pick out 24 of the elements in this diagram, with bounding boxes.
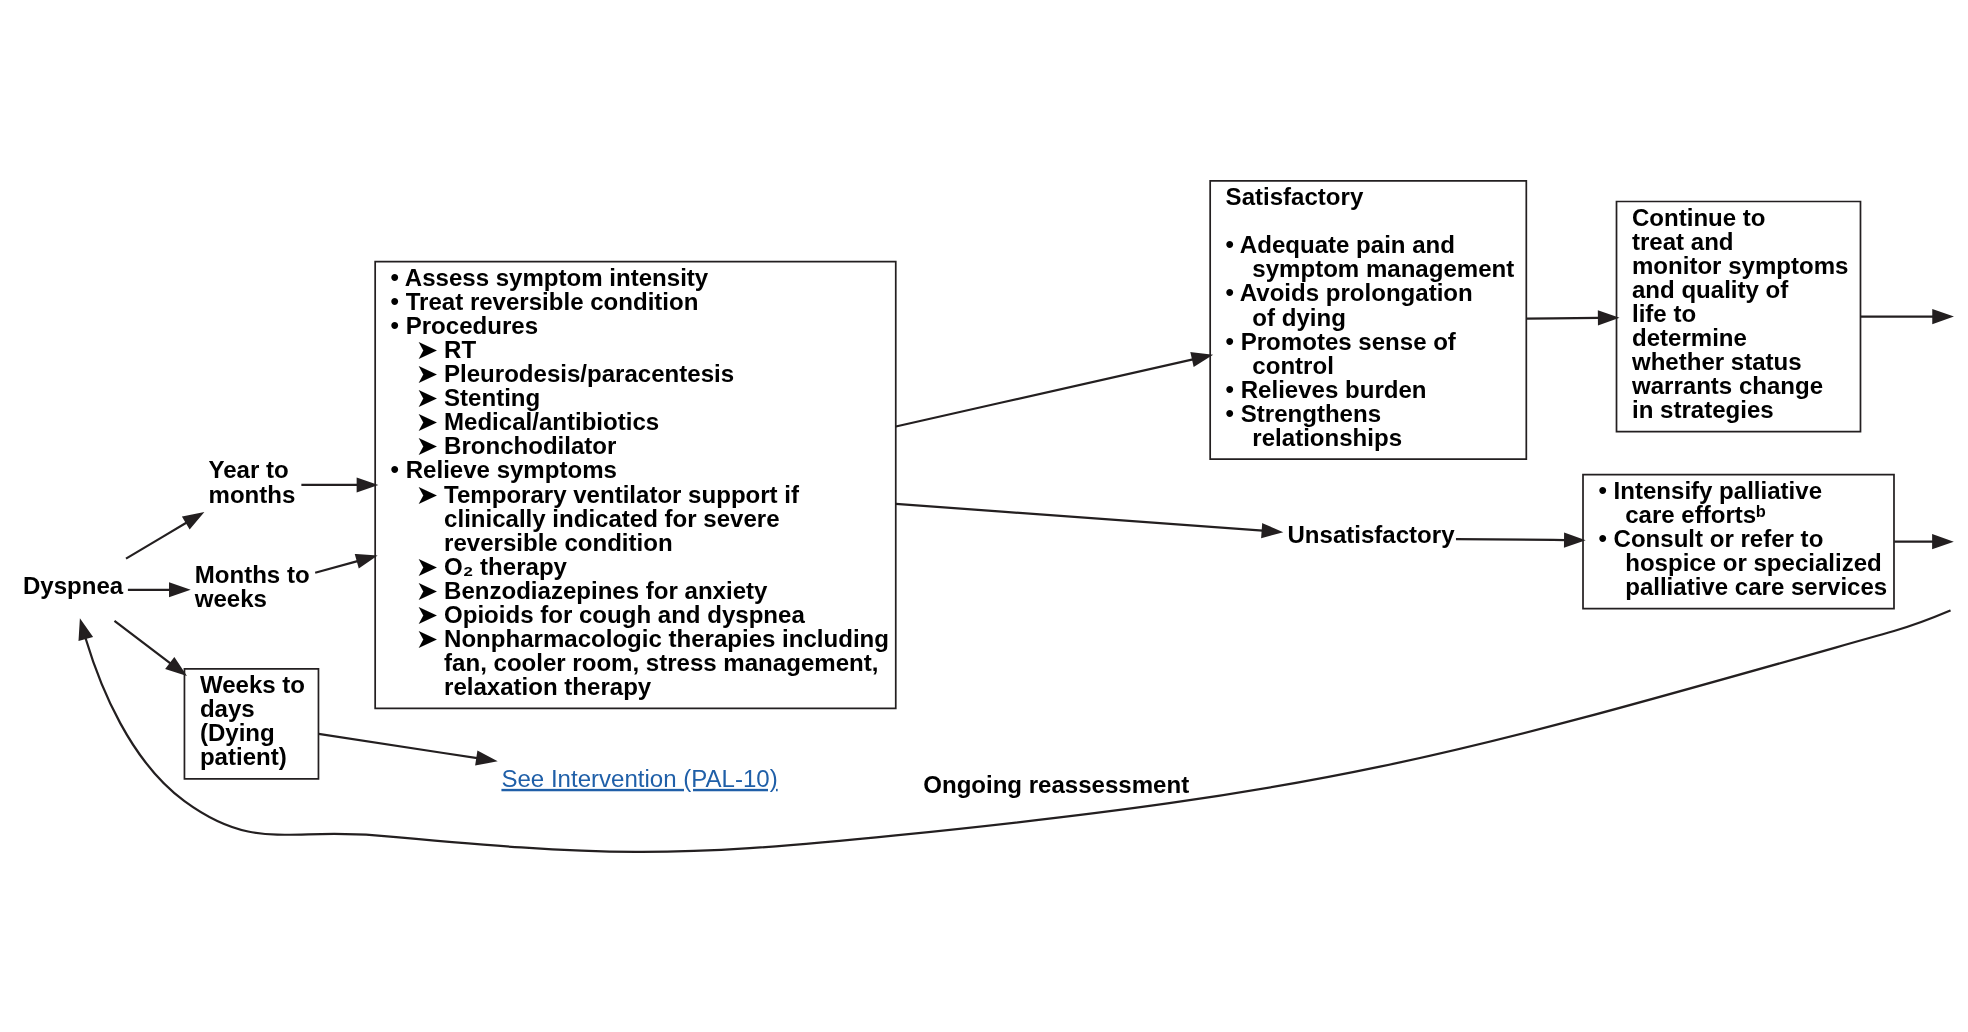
- node-box: Satisfactory • Adequate pain and symptom management • Avoids prolongation of dying • Promotes sense of control • Relieves burden • Strengthens relationships: [1209, 179, 1528, 460]
- arrow: [895, 351, 1214, 428]
- arrow: [895, 502, 1284, 538]
- arrow: [318, 732, 498, 766]
- arrow: [1455, 532, 1586, 548]
- node-box: Weeks to days (Dying patient): [183, 667, 320, 780]
- arrow: [1894, 533, 1954, 549]
- arrow: [113, 619, 187, 676]
- arrow: [1860, 308, 1954, 324]
- arrow: [127, 581, 191, 597]
- node-text: Unsatisfactory: [1287, 520, 1455, 548]
- node-text: See Intervention (PAL-10): [501, 764, 778, 792]
- arrow: [125, 511, 205, 560]
- arrow: [301, 476, 379, 493]
- arrow: [1526, 309, 1620, 325]
- arrow: [314, 553, 378, 574]
- arrow: [78, 608, 1951, 853]
- node-text: Year to months: [208, 455, 296, 508]
- node-text: Months to weeks: [194, 560, 310, 612]
- node-box: • Assess symptom intensity • Treat reversible condition • Procedures ➤ RT ➤ Pleurodesis/paracentesis ➤ Stenting ➤ Medical/antibiotics ➤ Bronchodilator • Relieve symptoms ➤ Temporary ventilator support if clinically indicated for severe reversible condition ➤ O₂ therapy ➤ Benzodiazepines for anxiety ➤ Opioids for cough and dyspnea ➤ Nonpharmacologic therapies including fan, cooler room, stress management, relaxation therapy: [374, 260, 897, 709]
- node-box: Continue to treat and monitor symptoms and quality of life to determine whether status warrants change in strategies: [1615, 200, 1862, 433]
- edge-label: Ongoing reassessment: [923, 770, 1190, 798]
- node-box: • Intensify palliative care effortsᵇ • Consult or refer to hospice or specialized palliative care services: [1582, 473, 1895, 610]
- node-text: Dyspnea: [22, 571, 124, 599]
